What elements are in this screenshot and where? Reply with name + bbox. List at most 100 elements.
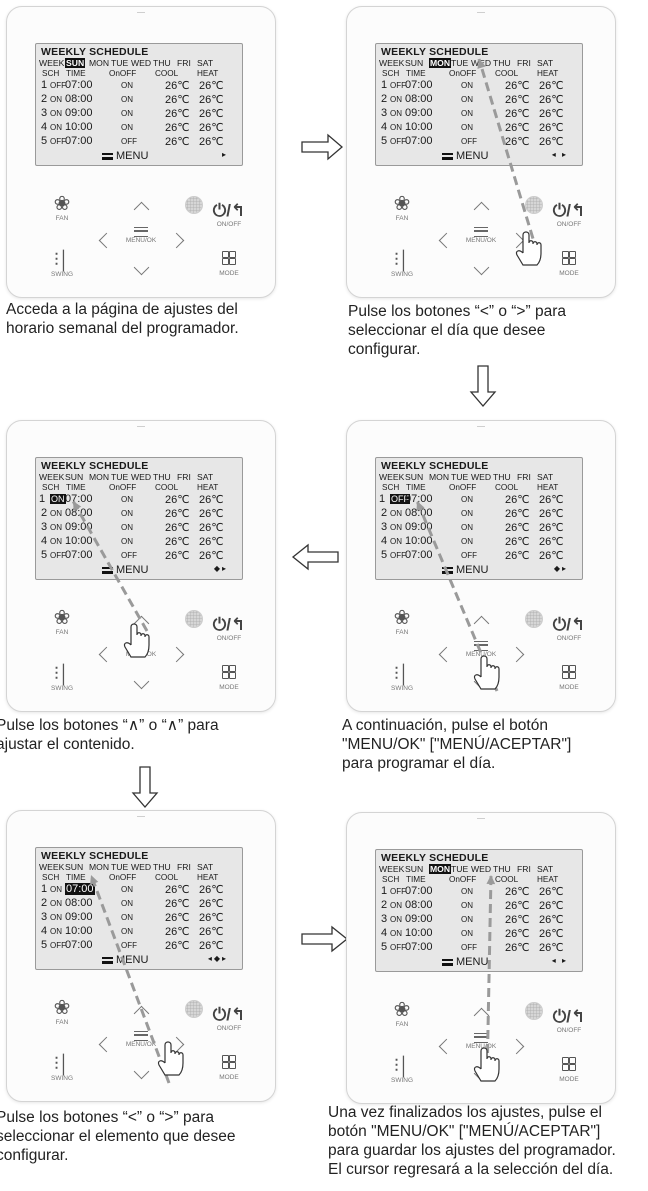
fan-button[interactable]: ❀FAN — [47, 998, 77, 1026]
down-arrow-button[interactable] — [473, 259, 490, 276]
day-thu[interactable]: THU — [493, 472, 511, 482]
fan-button[interactable]: ❀FAN — [387, 608, 417, 636]
swing-button[interactable]: ⫶│SWING — [385, 1057, 419, 1084]
menu-ok-button[interactable]: MENU/OK — [117, 1031, 165, 1048]
day-thu[interactable]: THU — [153, 58, 171, 68]
day-sat[interactable]: SAT — [537, 472, 554, 482]
mode-button[interactable]: MODE — [553, 251, 585, 277]
mode-button[interactable]: MODE — [553, 1057, 585, 1083]
mode-button[interactable]: MODE — [213, 1055, 245, 1081]
menu-ok-button[interactable]: MENU/OK — [457, 227, 505, 244]
day-sun[interactable]: SUN — [405, 472, 424, 482]
fan-button[interactable]: ❀FAN — [387, 1000, 417, 1028]
day-sun[interactable]: SUN — [65, 472, 84, 482]
swing-button[interactable]: ⫶│SWING — [45, 665, 79, 692]
day-fri[interactable]: FRI — [177, 862, 191, 872]
down-arrow-button[interactable] — [473, 1065, 490, 1082]
fan-button[interactable]: ❀FAN — [47, 194, 77, 222]
day-sun[interactable]: SUN — [65, 58, 86, 68]
mode-button[interactable]: MODE — [213, 251, 245, 277]
left-arrow-button[interactable] — [98, 232, 115, 249]
day-thu[interactable]: THU — [153, 472, 171, 482]
day-mon[interactable]: MON — [429, 58, 452, 68]
day-sun[interactable]: SUN — [405, 58, 424, 68]
on-off-button[interactable]: ⏻/↰ON/OFF — [209, 615, 249, 642]
right-arrow-button[interactable] — [508, 1038, 525, 1055]
day-fri[interactable]: FRI — [177, 58, 191, 68]
down-arrow-button[interactable] — [133, 673, 150, 690]
left-arrow-button[interactable] — [438, 646, 455, 663]
up-arrow-button[interactable] — [473, 615, 490, 632]
day-thu[interactable]: THU — [493, 58, 511, 68]
day-fri[interactable]: FRI — [517, 58, 531, 68]
on-off-button[interactable]: ⏻/↰ON/OFF — [549, 1007, 589, 1034]
up-arrow-button[interactable] — [133, 201, 150, 218]
day-tue[interactable]: TUE — [111, 58, 129, 68]
day-mon[interactable]: MON — [89, 862, 110, 872]
swing-button[interactable]: ⫶│SWING — [45, 1055, 79, 1082]
day-tue[interactable]: TUE — [111, 472, 129, 482]
day-mon[interactable]: MON — [89, 58, 110, 68]
day-sat[interactable]: SAT — [197, 862, 214, 872]
fan-button[interactable]: ❀FAN — [47, 608, 77, 636]
menu-ok-button[interactable]: MENU/OK — [457, 641, 505, 658]
up-arrow-button[interactable] — [473, 201, 490, 218]
on-off-button[interactable]: ⏻/↰ON/OFF — [209, 201, 249, 228]
fan-button[interactable]: ❀FAN — [387, 194, 417, 222]
day-thu[interactable]: THU — [493, 864, 511, 874]
day-thu[interactable]: THU — [153, 862, 171, 872]
right-arrow-button[interactable] — [168, 1036, 185, 1053]
right-arrow-button[interactable] — [508, 646, 525, 663]
day-sat[interactable]: SAT — [197, 58, 214, 68]
day-sat[interactable]: SAT — [537, 58, 554, 68]
up-arrow-button[interactable] — [473, 1007, 490, 1024]
day-fri[interactable]: FRI — [517, 864, 531, 874]
right-arrow-button[interactable] — [168, 232, 185, 249]
day-tue[interactable]: TUE — [111, 862, 129, 872]
on-off-button[interactable]: ⏻/↰ON/OFF — [209, 1005, 249, 1032]
menu-ok-button[interactable]: MENU/OK — [117, 227, 165, 244]
on-off-button[interactable]: ⏻/↰ON/OFF — [549, 201, 589, 228]
day-tue[interactable]: TUE — [451, 58, 469, 68]
day-mon[interactable]: MON — [89, 472, 110, 482]
day-sat[interactable]: SAT — [537, 864, 554, 874]
left-arrow-button[interactable] — [438, 1038, 455, 1055]
day-wed[interactable]: WED — [131, 58, 152, 68]
day-wed[interactable]: WED — [131, 472, 152, 482]
day-tue[interactable]: TUE — [451, 472, 469, 482]
swing-button[interactable]: ⫶│SWING — [385, 665, 419, 692]
menu-ok-button[interactable]: MENU/OK — [457, 1033, 505, 1050]
day-sat[interactable]: SAT — [197, 472, 214, 482]
day-sun[interactable]: SUN — [65, 862, 84, 872]
right-arrow-button[interactable] — [168, 646, 185, 663]
up-arrow-button[interactable] — [133, 615, 150, 632]
day-wed[interactable]: WED — [471, 864, 492, 874]
